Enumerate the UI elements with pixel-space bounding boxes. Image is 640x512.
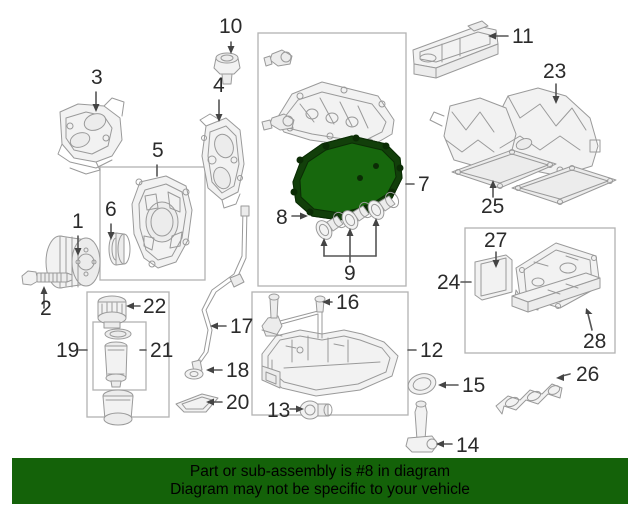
callout-27: 27	[484, 229, 507, 252]
valve-cover-stud-lower	[261, 113, 295, 131]
callout-13: 13	[267, 399, 290, 422]
part-filter-housing-cap	[97, 295, 127, 329]
callout-7: 7	[418, 173, 430, 196]
part-oil-filter-canister	[102, 389, 134, 426]
part-timing-cover	[131, 175, 193, 269]
callout-10: 10	[219, 15, 242, 38]
part-gasket-wedge	[175, 393, 219, 413]
callout-4: 4	[213, 74, 225, 97]
group-boxes	[86, 32, 616, 418]
callout-17: 17	[230, 315, 253, 338]
part-dipstick-tube	[191, 205, 250, 373]
callout-14: 14	[456, 434, 480, 457]
box-cover-plate	[464, 227, 616, 354]
part-oil-filter-element	[104, 328, 132, 388]
part-camshaft-carrier	[199, 113, 245, 209]
part-engine-housing	[57, 97, 125, 175]
callout-8: 8	[276, 206, 288, 229]
banner-background	[12, 458, 628, 504]
part-crankshaft-seal	[108, 232, 131, 266]
part-drain-plug	[299, 400, 333, 420]
box-timing-cover	[99, 166, 206, 281]
part-o-ring-seal	[407, 373, 437, 395]
tube-seal-c	[367, 191, 400, 220]
callout-24: 24	[437, 271, 461, 294]
banner-line-2: Diagram may not be specific to your vehi…	[170, 481, 470, 498]
tube-seal-a	[315, 211, 348, 240]
part-oil-pan	[261, 329, 399, 397]
part-intake-manifold-gaskets	[451, 149, 617, 205]
part-oil-pickup-tube	[261, 293, 326, 339]
callout-21: 21	[150, 339, 173, 362]
part-baffle-plate	[412, 20, 499, 79]
box-valve-cover	[257, 32, 407, 287]
valve-cover-stud-upper	[263, 49, 293, 67]
callout-leaders	[40, 32, 593, 448]
part-oil-level-sensor	[405, 400, 439, 453]
callout-19: 19	[56, 339, 79, 362]
callout-6: 6	[105, 198, 117, 221]
callout-3: 3	[91, 66, 103, 89]
callout-28: 28	[583, 330, 606, 353]
callout-labels: 1 2 3 4 5 6 7 8 9 10 11 12 13 14 15 16 1…	[40, 15, 606, 457]
part-valve-cover-gasket-highlighted	[290, 134, 404, 222]
part-tube-seal	[184, 368, 204, 380]
callout-2: 2	[40, 297, 52, 320]
info-banner: Part or sub-assembly is #8 in diagram Di…	[12, 458, 628, 504]
part-valley-cover-strip	[511, 272, 601, 313]
callout-18: 18	[226, 359, 249, 382]
part-pulley-bolt	[21, 270, 73, 286]
callout-26: 26	[576, 363, 599, 386]
part-spark-plug-tube-seals	[315, 191, 400, 240]
part-intake-port-gasket	[495, 383, 563, 415]
part-oil-filler-cap	[213, 52, 241, 85]
part-valley-cover-group	[474, 242, 601, 313]
callout-9: 9	[344, 262, 356, 285]
callout-11: 11	[512, 25, 534, 48]
callout-20: 20	[226, 391, 249, 414]
callout-25: 25	[481, 195, 504, 218]
callout-1: 1	[72, 210, 84, 233]
callout-23: 23	[543, 60, 566, 83]
callout-12: 12	[420, 339, 443, 362]
callout-5: 5	[152, 139, 164, 162]
callout-15: 15	[462, 374, 485, 397]
banner-line-1: Part or sub-assembly is #8 in diagram	[190, 463, 450, 480]
callout-16: 16	[336, 291, 359, 314]
callout-22: 22	[143, 295, 166, 318]
